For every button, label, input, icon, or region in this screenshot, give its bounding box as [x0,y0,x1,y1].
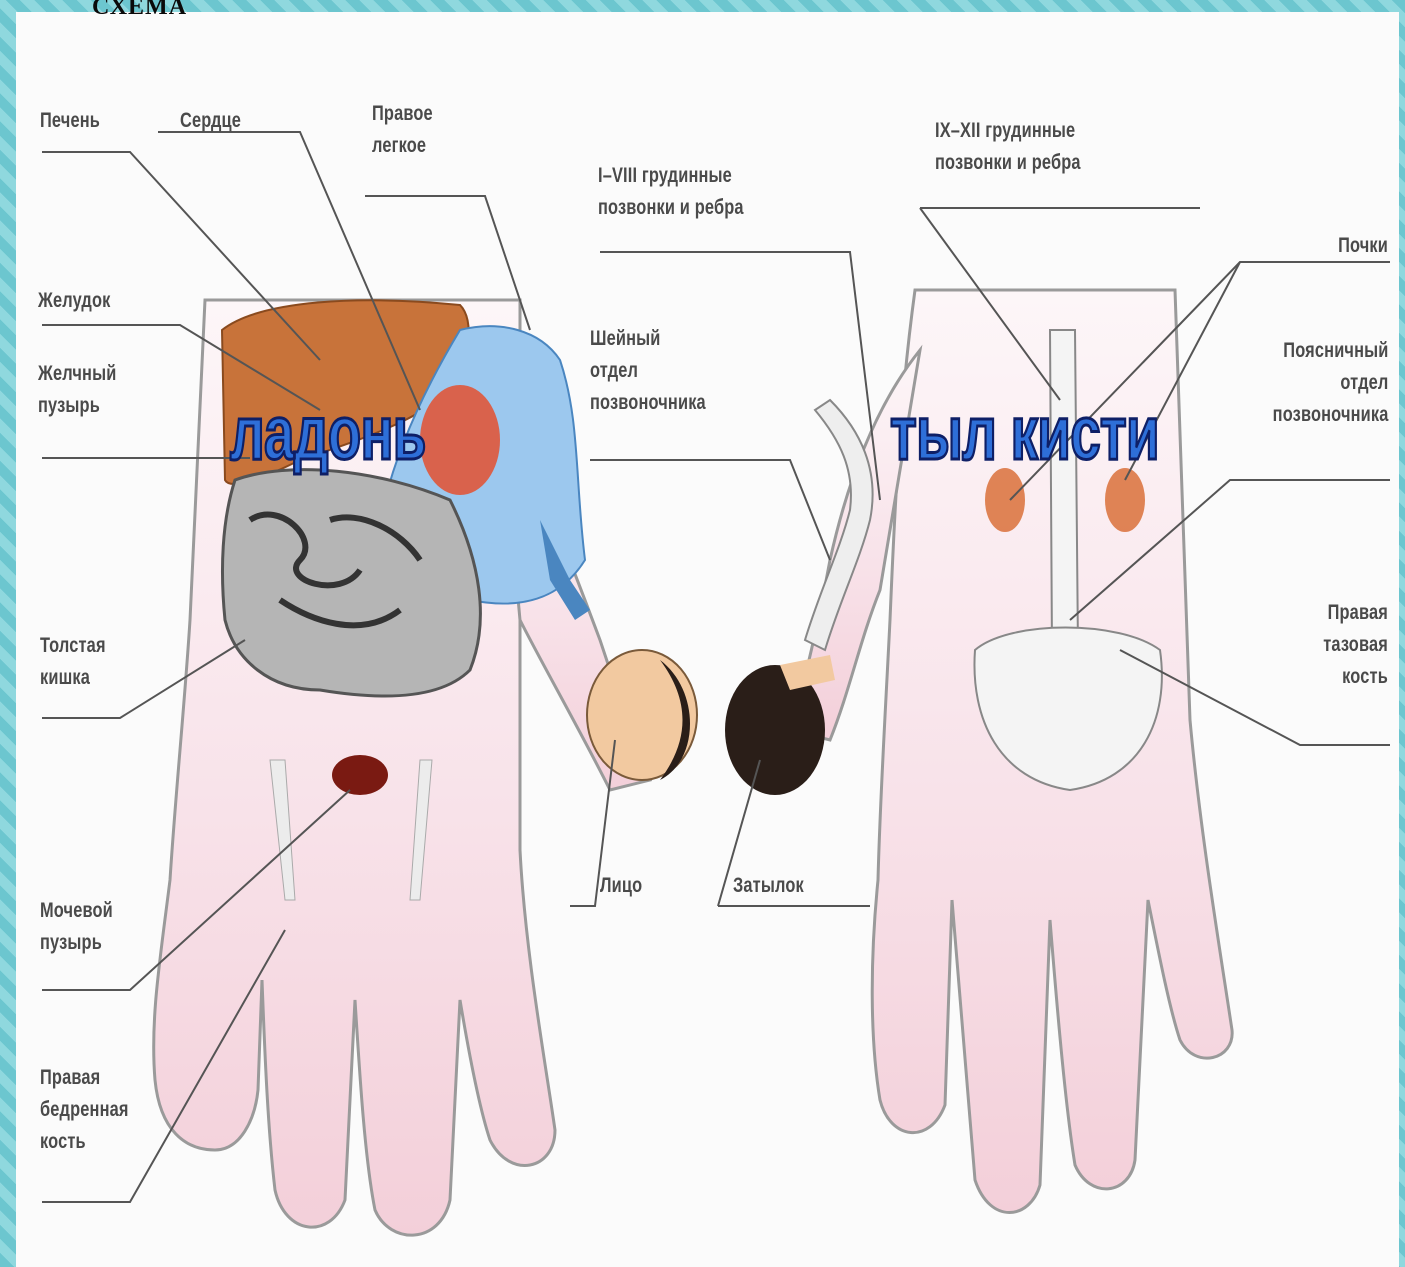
label-kidneys: Почки [1338,230,1388,262]
label-stomach: Желудок [38,285,111,317]
label-gallbladder: Желчный пузырь [38,358,116,422]
back-title: тыл кисти [890,390,1159,477]
intestine-shape [222,470,480,696]
label-right-lung: Правое легкое [372,98,433,162]
label-cervical: Шейный отдел позвоночника [590,323,706,419]
heart-shape [420,385,500,495]
label-heart: Сердце [180,105,241,137]
label-pelvis: Правая тазовая кость [1323,597,1388,693]
label-colon: Толстая кишка [40,630,106,694]
label-occiput: Затылок [733,870,804,902]
kidney-right [1105,468,1145,532]
kidney-left [985,468,1025,532]
label-thoracic-1-8: I–VIII грудинные позвонки и ребра [598,160,744,224]
palm-title: ладонь [230,390,426,477]
label-face: Лицо [600,870,642,902]
label-bladder: Мочевой пузырь [40,895,113,959]
label-lumbar: Поясничный отдел позвоночника [1272,335,1388,431]
label-thoracic-9-12: IX–XII грудинные позвонки и ребра [935,115,1081,179]
bladder-shape [332,755,388,795]
label-femur: Правая бедренная кость [40,1062,129,1158]
spine-back [1050,330,1078,650]
label-liver: Печень [40,105,100,137]
